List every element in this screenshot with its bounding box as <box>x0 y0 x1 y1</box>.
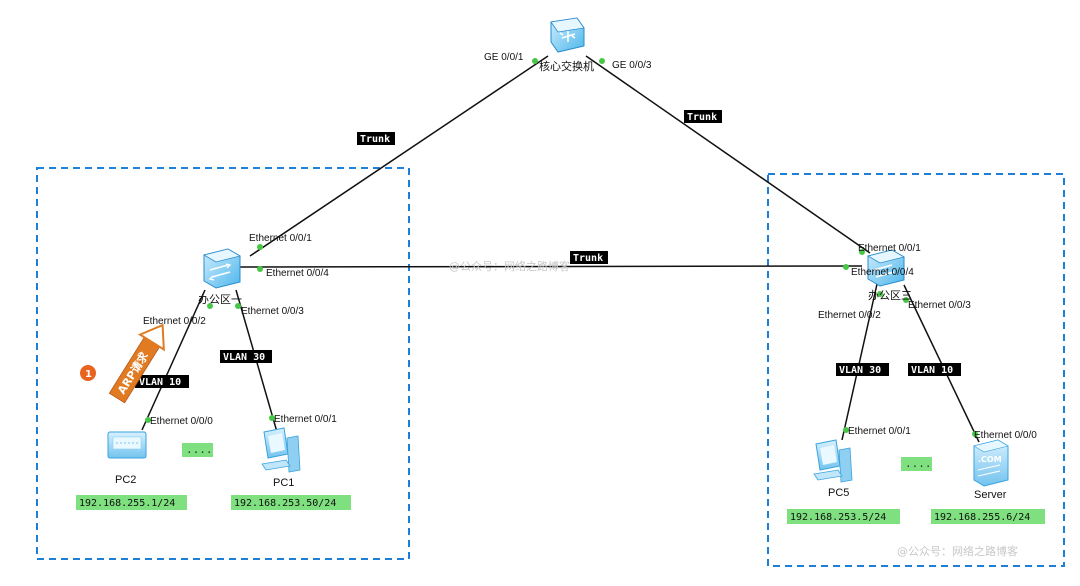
pc2-label: PC2 <box>115 474 136 486</box>
office3-port-left-down-label: Ethernet 0/0/2 <box>818 310 881 321</box>
svg-text:192.168.253.5/24: 192.168.253.5/24 <box>790 512 886 523</box>
svg-text:.COM: .COM <box>978 455 1002 464</box>
trunk-tag-middle: Trunk <box>570 251 608 264</box>
office1-port-right-label: Ethernet 0/0/4 <box>266 268 329 279</box>
trunk-tag-left: Trunk <box>357 132 395 145</box>
office3-port-right-down-label: Ethernet 0/0/3 <box>908 300 971 311</box>
more-devices-right: .... <box>901 457 932 471</box>
office1-switch-label: 办公区一 <box>198 293 242 306</box>
link-office3-pc5 <box>841 283 878 441</box>
pc1-ip-badge: 192.168.253.50/24 <box>231 495 351 510</box>
office1-port-right-down-label: Ethernet 0/0/3 <box>241 306 304 317</box>
office1-switch-icon[interactable] <box>202 248 242 289</box>
watermark-bottom-right: @公众号：网络之路博客 <box>897 544 1018 558</box>
pc2-port-label: Ethernet 0/0/0 <box>150 416 213 427</box>
pc2-ip-badge: 192.168.255.1/24 <box>76 495 187 510</box>
office3-port-left-label: Ethernet 0/0/4 <box>851 267 914 278</box>
pc1-port-label: Ethernet 0/0/1 <box>274 414 337 425</box>
svg-text:Trunk: Trunk <box>687 112 717 123</box>
pc5-label: PC5 <box>828 487 849 499</box>
trunk-tag-right: Trunk <box>684 110 722 123</box>
svg-text:192.168.255.1/24: 192.168.255.1/24 <box>79 498 175 509</box>
step-1-badge: 1 <box>80 365 96 381</box>
office-area-1-boundary <box>36 167 410 560</box>
more-devices-left: .... <box>182 443 213 457</box>
vlan-tag-pc1: VLAN 30 <box>220 350 272 363</box>
pc1-icon[interactable] <box>261 427 301 473</box>
server-ip-badge: 192.168.255.6/24 <box>931 509 1045 524</box>
server-label: Server <box>974 489 1007 501</box>
svg-text:1: 1 <box>85 369 92 380</box>
pc5-port-label: Ethernet 0/0/1 <box>848 426 911 437</box>
svg-text:192.168.255.6/24: 192.168.255.6/24 <box>934 512 1030 523</box>
pc1-label: PC1 <box>273 477 294 489</box>
office1-port-left-down-label: Ethernet 0/0/2 <box>143 316 206 327</box>
office3-switch-label: 办公区三 <box>868 289 912 302</box>
core-switch-label: 核心交换机 <box>539 59 594 73</box>
svg-text:VLAN 10: VLAN 10 <box>911 365 953 376</box>
server-port-label: Ethernet 0/0/0 <box>974 430 1037 441</box>
arp-request-arrow: ARP请求 <box>108 323 165 404</box>
core-port-left-label: GE 0/0/1 <box>484 52 524 63</box>
watermark-center: @公众号：网络之路博客 <box>449 259 570 273</box>
svg-text:VLAN 10: VLAN 10 <box>139 377 181 388</box>
core-switch-icon[interactable] <box>550 17 585 53</box>
svg-text:....: .... <box>905 457 932 470</box>
vlan-tag-pc2: VLAN 10 <box>135 375 189 388</box>
link-office1-pc2 <box>141 289 206 431</box>
svg-text:VLAN 30: VLAN 30 <box>223 352 265 363</box>
svg-text:192.168.253.50/24: 192.168.253.50/24 <box>234 498 336 509</box>
office3-switch-icon[interactable] <box>866 249 906 287</box>
port-dots <box>145 58 978 437</box>
svg-text:Trunk: Trunk <box>360 134 390 145</box>
svg-text:Trunk: Trunk <box>573 253 603 264</box>
core-port-right-label: GE 0/0/3 <box>612 60 652 71</box>
pc2-icon[interactable] <box>107 431 147 459</box>
link-core-office1 <box>249 55 549 257</box>
svg-text:VLAN 30: VLAN 30 <box>839 365 881 376</box>
office-area-3-boundary <box>767 173 1065 567</box>
link-core-office3 <box>585 55 871 254</box>
pc5-icon[interactable] <box>813 439 853 483</box>
pc5-ip-badge: 192.168.253.5/24 <box>787 509 900 524</box>
office3-port-up-label: Ethernet 0/0/1 <box>858 243 921 254</box>
vlan-tag-pc5: VLAN 30 <box>836 363 889 376</box>
server-icon[interactable]: .COM <box>973 439 1009 487</box>
link-office1-office3 <box>239 265 863 268</box>
office1-port-up-label: Ethernet 0/0/1 <box>249 233 312 244</box>
svg-text:....: .... <box>186 443 213 456</box>
vlan-tag-server: VLAN 10 <box>908 363 961 376</box>
